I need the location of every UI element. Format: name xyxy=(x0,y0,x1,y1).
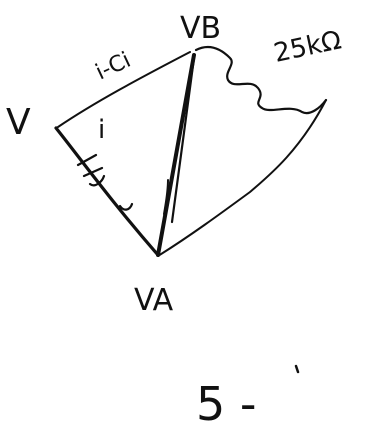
wire-va-to-vb-inner xyxy=(170,56,196,224)
label-v-left-node: V xyxy=(6,102,31,143)
wire-va-to-vb xyxy=(156,53,196,257)
wire-v-to-vb xyxy=(57,51,191,128)
stray-mark xyxy=(294,364,300,374)
label-resistor-value: 25kΩ xyxy=(271,25,344,68)
label-footer-number: 5 - xyxy=(196,377,257,431)
scribbled-component-left-edge xyxy=(76,153,134,211)
label-vb: VB xyxy=(180,11,221,46)
label-current-left: i xyxy=(98,115,105,145)
label-va: VA xyxy=(134,283,174,318)
wire-v-to-va xyxy=(54,126,160,257)
label-current-top: i-Ci xyxy=(92,48,135,86)
wire-resistor-to-va xyxy=(157,99,327,257)
component-mark-center xyxy=(163,179,169,215)
resistor-25k xyxy=(194,45,328,115)
